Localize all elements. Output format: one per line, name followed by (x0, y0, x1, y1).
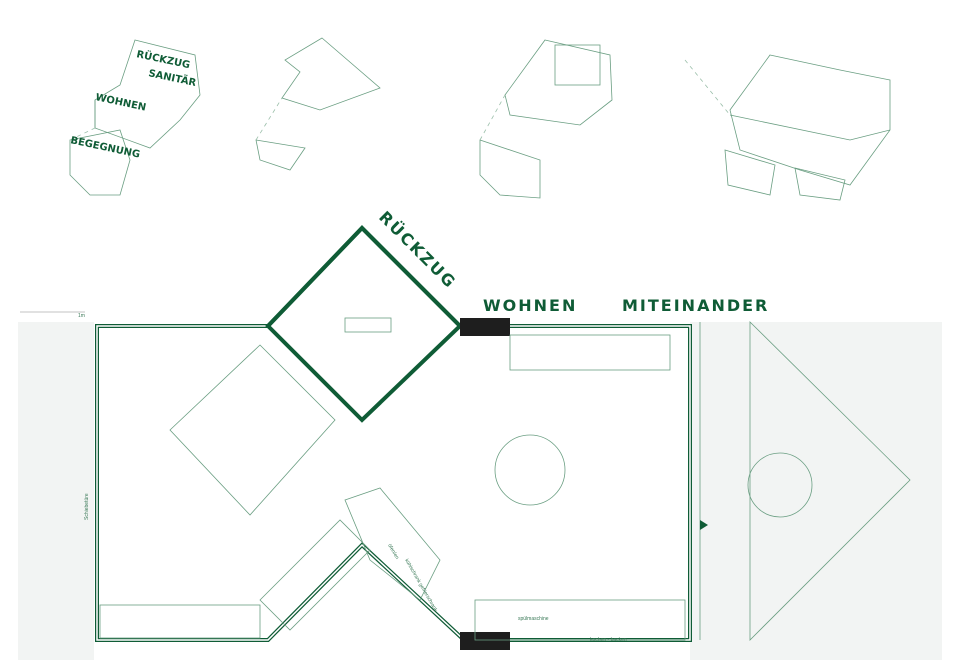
iso-label-wohnen: WOHNEN (94, 92, 147, 113)
ground-right (690, 322, 942, 660)
plan-label-wohnen: WOHNEN (483, 296, 577, 315)
iso-diagram-slabs (255, 37, 381, 171)
ground-left (18, 322, 94, 660)
iso-diagram-complete (684, 54, 891, 201)
annotation-dishwasher: spülmaschine (518, 616, 549, 622)
iso-diagram-program (69, 39, 201, 196)
floor-plan (95, 225, 911, 650)
iso-label-begegnung: BEGEGNUNG (69, 135, 141, 160)
plan-label-miteinander: MITEINANDER (622, 296, 769, 315)
entrance-arrow-icon (700, 520, 708, 530)
annotation-fridge: kühlschrank gefrierschrank (403, 558, 438, 613)
annotation-door: Schiebetüre (84, 493, 90, 520)
wall-block (460, 632, 510, 650)
plan-label-rueckzug: RÜCKZUG (375, 207, 460, 292)
iso-diagram-structure (479, 39, 613, 199)
scale-label: 1m (78, 313, 85, 319)
iso-label-sanitaer: SANITÄR (147, 65, 198, 89)
iso-label-rueckzug: RÜCKZUG (135, 46, 191, 71)
wall-block (460, 318, 510, 336)
annotation-oven: öfen/en (386, 543, 400, 561)
annotation-cooking: kochen - backen (590, 637, 627, 643)
